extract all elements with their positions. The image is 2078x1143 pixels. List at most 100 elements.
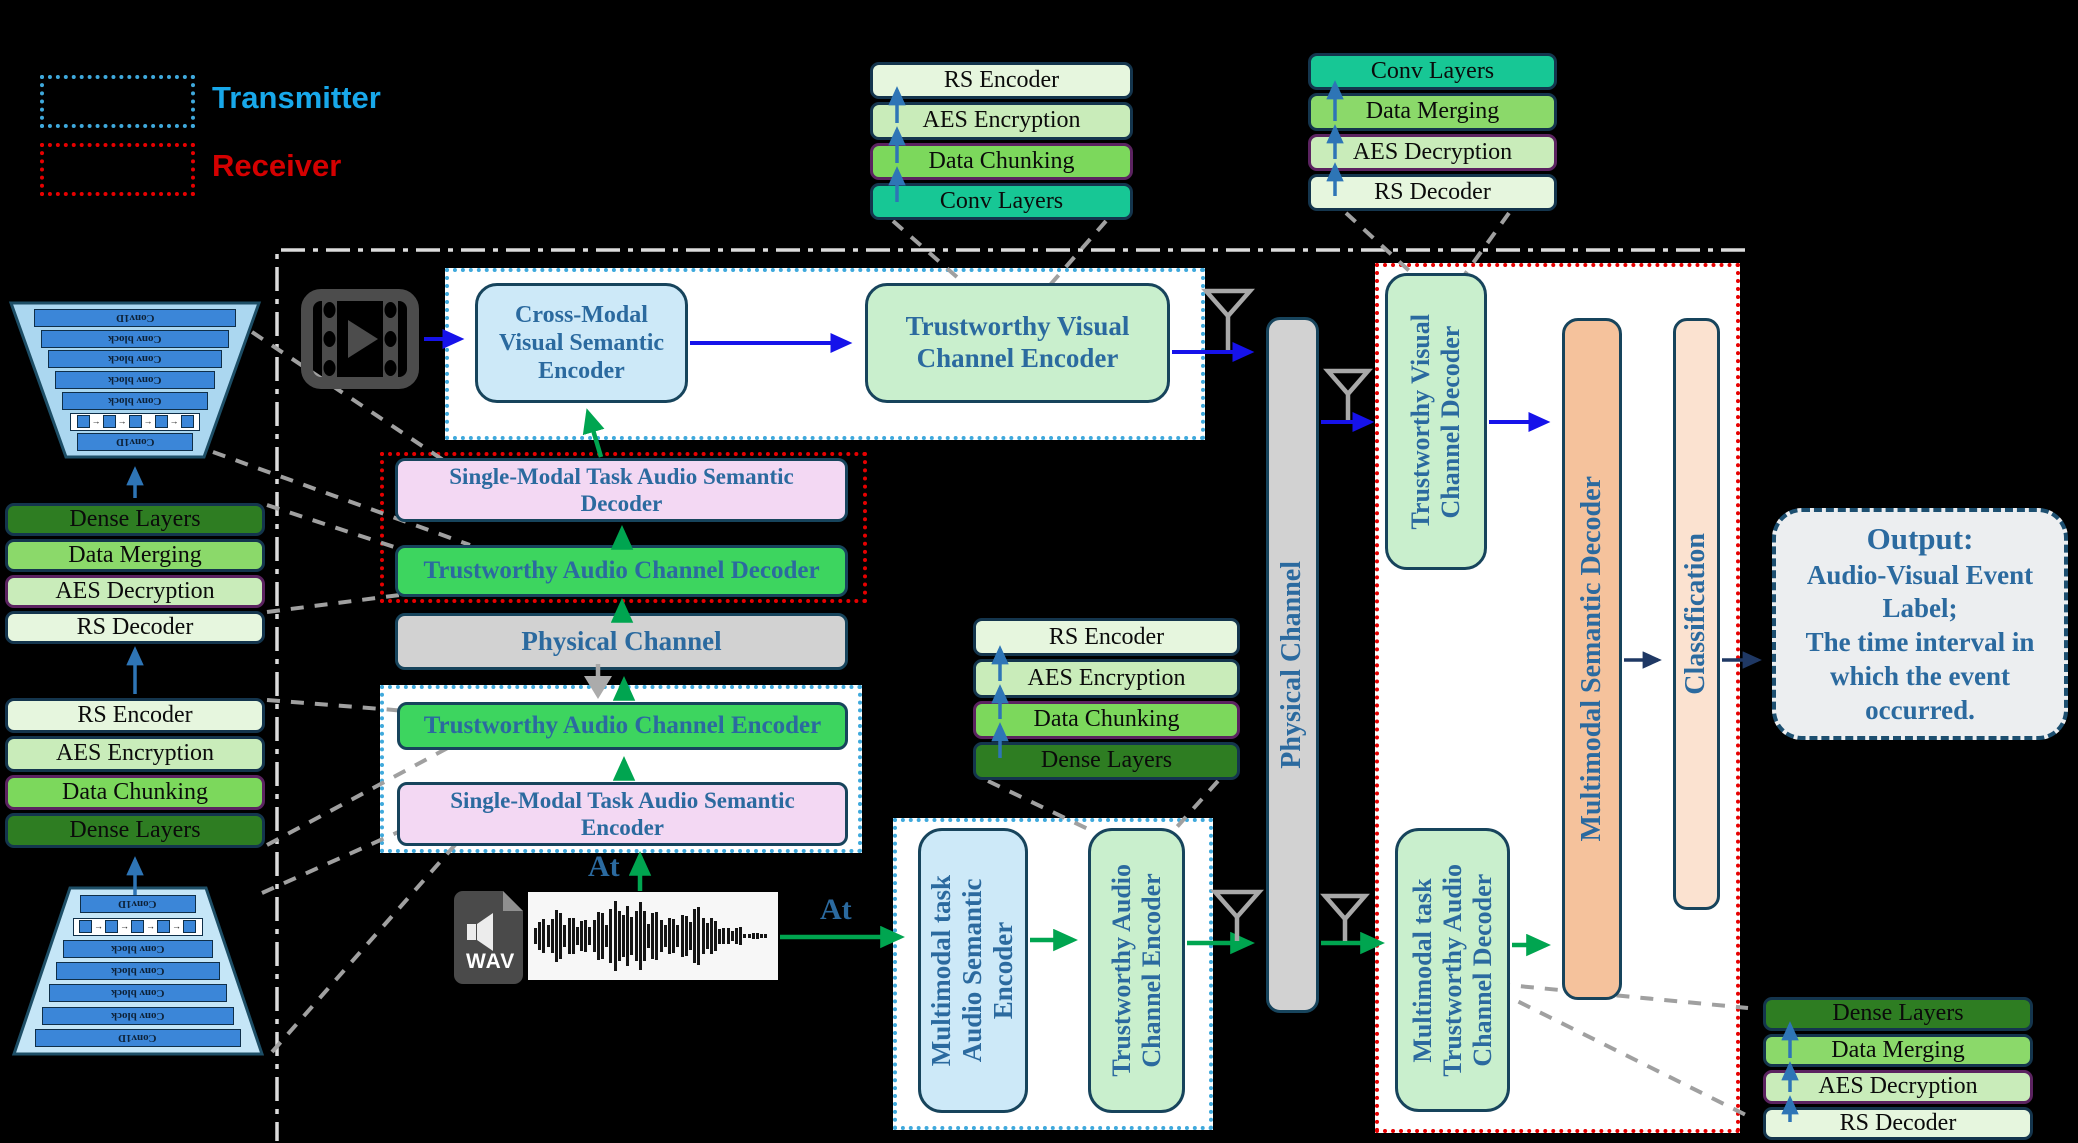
conv-bar-label: Conv1D [118, 1031, 157, 1044]
conv-bar-label: Conv block [110, 1009, 165, 1022]
stack-row-aes-decryption: AES Decryption [5, 575, 265, 608]
conv-bar: Conv1D [77, 433, 193, 452]
waveform-bar [709, 917, 713, 955]
cross-modal-visual-semantic-encoder: Cross-Modal Visual Semantic Encoder [475, 283, 688, 403]
stack-row-dense-layers: Dense Layers [973, 741, 1240, 780]
multimodal-task-audio-semantic-encoder: Multimodal task Audio Semantic Encoder [918, 828, 1028, 1113]
waveform-bar [592, 919, 596, 953]
at-label-horizontal: At [820, 893, 852, 926]
waveform-bar [567, 918, 571, 954]
stack-row-rs-encoder: RS Encoder [973, 618, 1240, 657]
box-label: Classification [1680, 533, 1712, 695]
waveform-bar [559, 912, 563, 960]
waveform-bar [554, 909, 558, 963]
video-clip-icon [300, 288, 420, 390]
conv-bar-label: Conv block [110, 942, 165, 955]
waveform-bar [668, 917, 671, 955]
stack-row-rs-encoder: RS Encoder [5, 698, 265, 734]
waveform-bar [663, 925, 667, 947]
block-arrow-icon: → [120, 921, 129, 931]
antenna-icon [1323, 368, 1373, 398]
conv-block-square [131, 920, 144, 933]
waveform-bar [718, 928, 722, 944]
box-label: Trustworthy Visual Channel Encoder [905, 311, 1130, 373]
waveform-bar [726, 928, 730, 944]
waveform-bar [701, 918, 705, 954]
output-line-1: Audio-Visual Event Label; [1806, 559, 2034, 624]
waveform-bar [538, 921, 542, 951]
waveform-bar [651, 912, 655, 960]
conv-bar-label: Conv block [108, 353, 162, 366]
output-title: Output: [1866, 520, 1974, 556]
waveform-bar [672, 918, 676, 954]
conv-block-square [102, 415, 116, 428]
block-arrow-icon: → [143, 416, 153, 426]
conv-bar-label: Conv block [108, 332, 162, 345]
waveform-bar [735, 928, 738, 944]
conv-bar: Conv block [48, 984, 227, 1003]
conv-block-square [76, 415, 90, 428]
multimodal-trustworthy-audio-channel-encoder: Trustworthy Audio Channel Encoder [1088, 828, 1185, 1113]
conv-bar: Conv block [41, 1006, 234, 1025]
stack-row-data-merging: Data Merging [1308, 93, 1557, 131]
waveform-bar [638, 902, 642, 970]
conv-block-square [128, 415, 142, 428]
box-label: Single-Modal Task Audio Semantic Decoder [449, 463, 794, 516]
block-arrow-icon: → [169, 416, 179, 426]
stack-row-conv-layers: Conv Layers [870, 182, 1133, 220]
waveform-bar [688, 922, 692, 950]
box-label: Multimodal task Trustworthy Audio Channe… [1407, 863, 1497, 1077]
conv-bar-label: Conv block [108, 394, 162, 407]
waveform-bar [534, 928, 537, 944]
stack-row-aes-encryption: AES Encryption [973, 659, 1240, 698]
conv-blocks-row: →→→→ [70, 412, 200, 431]
waveform-bar [588, 926, 592, 946]
trustworthy-visual-channel-decoder: Trustworthy Visual Channel Decoder [1385, 273, 1487, 570]
at-label-vertical: At [588, 850, 620, 883]
legend-receiver-box [40, 143, 195, 196]
waveform-bar [747, 934, 751, 938]
waveform-bar [647, 924, 651, 948]
waveform-bar [601, 912, 604, 960]
waveform-bar [714, 921, 718, 951]
stack-row-dense-layers: Dense Layers [5, 812, 265, 848]
waveform-bar [596, 911, 600, 961]
stack-row-rs-decoder: RS Decoder [5, 611, 265, 644]
stack-row-aes-encryption: AES Encryption [870, 102, 1133, 140]
box-label: Trustworthy Audio Channel Encoder [1106, 864, 1166, 1077]
block-arrow-icon: → [117, 416, 127, 426]
trustworthy-visual-channel-encoder: Trustworthy Visual Channel Encoder [865, 283, 1170, 403]
single-modal-task-audio-semantic-encoder: Single-Modal Task Audio Semantic Encoder [397, 782, 848, 846]
box-label: Trustworthy Audio Channel Decoder [423, 557, 820, 585]
conv-bar-label: Conv block [110, 965, 165, 977]
stack-row-rs-decoder: RS Decoder [1763, 1106, 2033, 1140]
waveform-bar [676, 924, 680, 948]
stack-row-conv-layers: Conv Layers [1308, 53, 1557, 91]
conv-block-square [157, 920, 170, 933]
antenna-icon [1320, 893, 1370, 923]
stack-row-aes-encryption: AES Encryption [5, 736, 265, 772]
conv-blocks-row: →→→→ [72, 917, 203, 936]
waveform-bar [697, 906, 701, 966]
stack-row-rs-decoder: RS Decoder [1308, 173, 1557, 211]
waveform-bar [571, 918, 575, 954]
conv-bar-label: Conv1D [115, 311, 155, 324]
box-label: Trustworthy Visual Channel Decoder [1406, 313, 1465, 530]
stack-row-aes-decryption: AES Decryption [1308, 133, 1557, 171]
legend-transmitter-box [40, 75, 195, 128]
conv-bar: Conv block [41, 329, 229, 348]
conv-block-square [154, 415, 168, 428]
stack-row-rs-encoder: RS Encoder [870, 62, 1133, 100]
stack-row-dense-layers: Dense Layers [1763, 997, 2033, 1031]
waveform-bar [575, 926, 579, 946]
waveform-bar [542, 919, 546, 953]
classification: Classification [1673, 318, 1720, 910]
waveform-bar [680, 914, 684, 958]
wav-label: WAV [466, 950, 516, 973]
waveform-bar [626, 905, 630, 967]
box-label: Multimodal task Audio Semantic Encoder [926, 874, 1019, 1067]
